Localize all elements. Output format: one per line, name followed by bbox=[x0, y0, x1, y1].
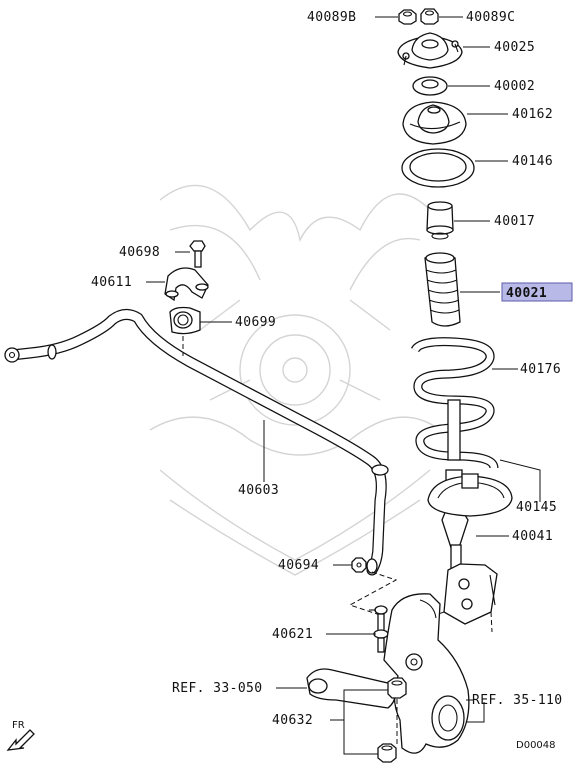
nut-40089c bbox=[420, 8, 439, 25]
stabilizer-bar-40603 bbox=[4, 309, 389, 576]
label-40632[interactable]: 40632 bbox=[272, 713, 313, 728]
label-40698[interactable]: 40698 bbox=[119, 245, 160, 260]
stabilizer-bracket-40611 bbox=[164, 267, 209, 302]
label-40611[interactable]: 40611 bbox=[91, 275, 132, 290]
label-40146[interactable]: 40146 bbox=[512, 154, 553, 169]
label-40002[interactable]: 40002 bbox=[494, 79, 535, 94]
label-40017[interactable]: 40017 bbox=[494, 214, 535, 229]
bolt-40698 bbox=[189, 240, 206, 268]
label-ref-33-050[interactable]: REF. 33-050 bbox=[172, 681, 263, 696]
label-40089c[interactable]: 40089C bbox=[466, 10, 515, 25]
spring-seat-40162 bbox=[402, 101, 467, 145]
bump-stop-40017 bbox=[426, 201, 454, 240]
nut-40694 bbox=[351, 557, 367, 573]
label-40603[interactable]: 40603 bbox=[238, 483, 279, 498]
label-40021-highlight bbox=[501, 282, 573, 302]
label-40162[interactable]: 40162 bbox=[512, 107, 553, 122]
label-40699[interactable]: 40699 bbox=[235, 315, 276, 330]
nut-40632-lower bbox=[377, 743, 397, 763]
label-fr: FR bbox=[12, 720, 25, 731]
label-40025[interactable]: 40025 bbox=[494, 40, 535, 55]
label-40621[interactable]: 40621 bbox=[272, 627, 313, 642]
diagram-code: D00048 bbox=[516, 740, 556, 751]
label-40021[interactable]: 40021 bbox=[506, 286, 547, 301]
dust-boot-40021 bbox=[424, 252, 461, 327]
stabilizer-link-40621 bbox=[369, 605, 389, 653]
bearing-40002 bbox=[412, 76, 448, 96]
steering-knuckle bbox=[383, 593, 470, 754]
stabilizer-bushing-40699 bbox=[169, 306, 201, 335]
spring-insulator-40146 bbox=[401, 148, 475, 188]
label-40176[interactable]: 40176 bbox=[520, 362, 561, 377]
label-40694[interactable]: 40694 bbox=[278, 558, 319, 573]
lower-arm bbox=[306, 668, 396, 709]
label-ref-35-110[interactable]: REF. 35-110 bbox=[472, 693, 563, 708]
nut-40089b bbox=[398, 9, 417, 25]
label-40089b[interactable]: 40089B bbox=[307, 10, 356, 25]
front-direction-arrow-icon bbox=[6, 729, 35, 751]
label-40145[interactable]: 40145 bbox=[516, 500, 557, 515]
nut-40632-upper bbox=[387, 677, 407, 699]
lower-spring-seat-40145 bbox=[427, 473, 513, 517]
strut-mount-40025 bbox=[397, 32, 463, 69]
label-40041[interactable]: 40041 bbox=[512, 529, 553, 544]
